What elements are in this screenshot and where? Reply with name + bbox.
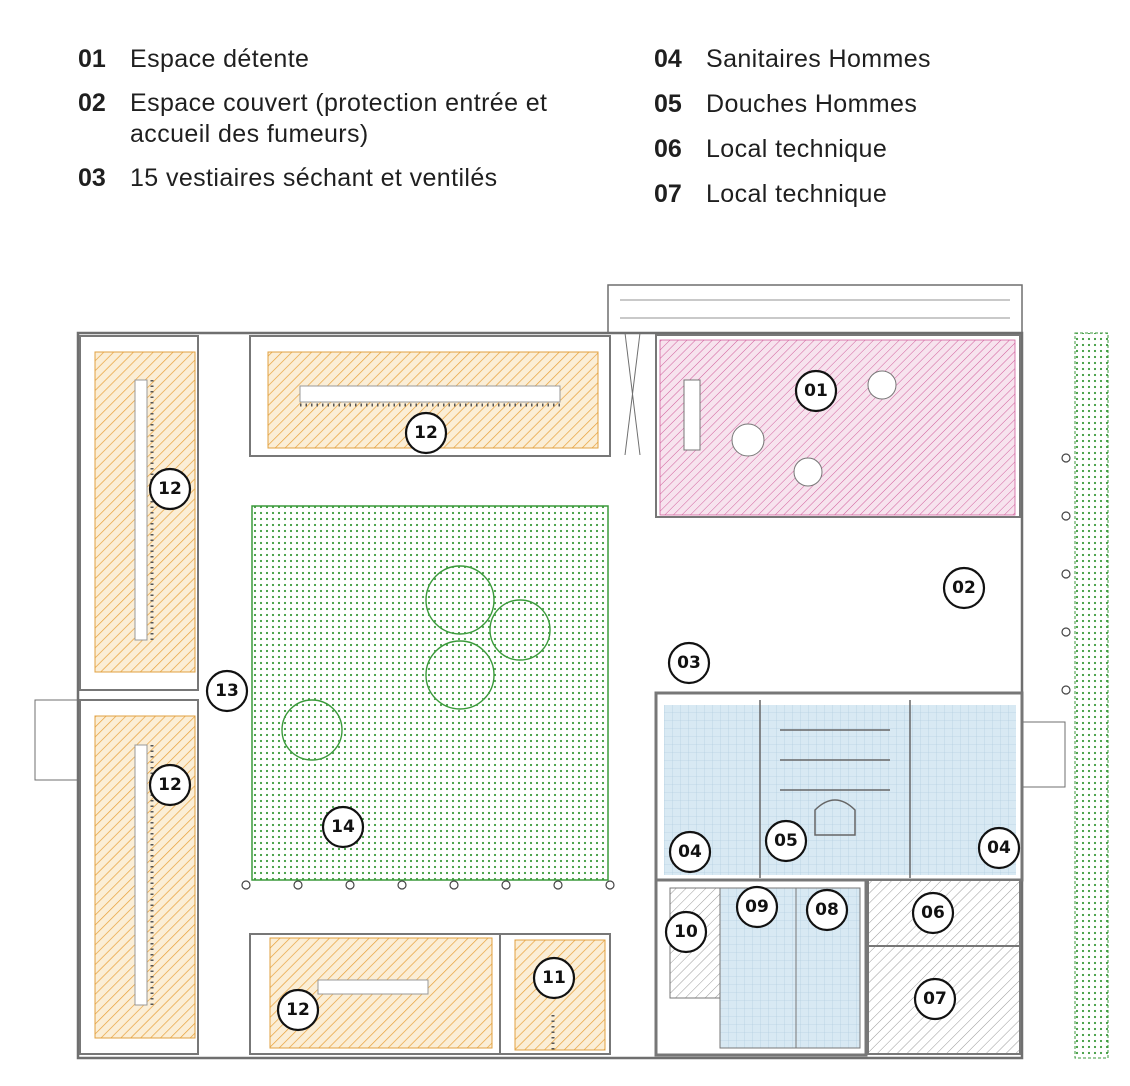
legend-item-01: 01 Espace détente [78, 44, 618, 75]
room-badge-label: 12 [414, 423, 438, 443]
legend-item-05: 05 Douches Hommes [654, 89, 1094, 120]
room-badge-06: 06 [911, 891, 955, 935]
room-badge-01: 01 [794, 369, 838, 413]
legend-label: Douches Hommes [706, 90, 918, 118]
room-badge-12-left-bottom: 12 [148, 763, 192, 807]
room-badge-04-left: 04 [668, 830, 712, 874]
room-badge-11: 11 [532, 956, 576, 1000]
room-badge-label: 11 [542, 968, 566, 988]
legend-item-04: 04 Sanitaires Hommes [654, 44, 1094, 75]
room-badge-label: 03 [677, 653, 701, 673]
room-badge-04-right: 04 [977, 826, 1021, 870]
room-badge-label: 01 [804, 381, 828, 401]
room-badge-label: 13 [215, 681, 239, 701]
room-badge-label: 02 [952, 578, 976, 598]
room-badge-label: 12 [158, 775, 182, 795]
room-badge-12-top: 12 [404, 411, 448, 455]
legend-number: 02 [78, 89, 106, 117]
room-badge-02: 02 [942, 566, 986, 610]
room-badge-label: 09 [745, 897, 769, 917]
colonnade [241, 453, 1071, 890]
room-badge-label: 12 [286, 1000, 310, 1020]
room-badge-label: 06 [921, 903, 945, 923]
room-badge-09: 09 [735, 885, 779, 929]
room-badge-label: 14 [331, 817, 355, 837]
room-badge-label: 07 [923, 989, 947, 1009]
sanitary-block [654, 691, 1024, 882]
room-badge-label: 05 [774, 831, 798, 851]
legend-number: 04 [654, 45, 682, 73]
room-badge-05: 05 [764, 819, 808, 863]
room-badge-13: 13 [205, 669, 249, 713]
room-badge-12-bottom: 12 [276, 988, 320, 1032]
legend-number: 03 [78, 164, 106, 192]
room-badge-14: 14 [321, 805, 365, 849]
legend-label: Espace détente [130, 45, 310, 73]
courtyard-lawn [251, 505, 609, 881]
room-badge-label: 04 [987, 838, 1011, 858]
legend-label: 15 vestiaires séchant et ventilés [130, 164, 498, 192]
legend-number: 01 [78, 45, 106, 73]
relaxation-room [655, 334, 1021, 518]
legend-label: Local technique [706, 180, 888, 208]
legend-left: 01 Espace détente 02 Espace couvert (pro… [78, 44, 618, 207]
legend-item-06: 06 Local technique [654, 134, 1094, 165]
legend-right: 04 Sanitaires Hommes 05 Douches Hommes 0… [654, 44, 1094, 224]
legend-item-02: 02 Espace couvert (protection entrée et … [78, 88, 618, 150]
legend-label: Local technique [706, 135, 888, 163]
room-badge-label: 04 [678, 842, 702, 862]
room-badge-10: 10 [664, 910, 708, 954]
legend-item-03: 03 15 vestiaires séchant et ventilés [78, 163, 618, 194]
legend-label: Sanitaires Hommes [706, 45, 931, 73]
planting-strip [1074, 332, 1109, 1059]
legend-item-07: 07 Local technique [654, 179, 1094, 210]
locker-block-left [79, 335, 199, 1055]
room-badge-03: 03 [667, 641, 711, 685]
room-badge-07: 07 [913, 977, 957, 1021]
room-badge-label: 12 [158, 479, 182, 499]
legend-number: 05 [654, 90, 682, 118]
legend-label: Espace couvert (protection entrée et acc… [130, 89, 548, 148]
legend-number: 06 [654, 135, 682, 163]
room-badge-label: 08 [815, 900, 839, 920]
room-badge-label: 10 [674, 922, 698, 942]
room-badge-08: 08 [805, 888, 849, 932]
room-badge-12-left-top: 12 [148, 467, 192, 511]
legend-number: 07 [654, 180, 682, 208]
